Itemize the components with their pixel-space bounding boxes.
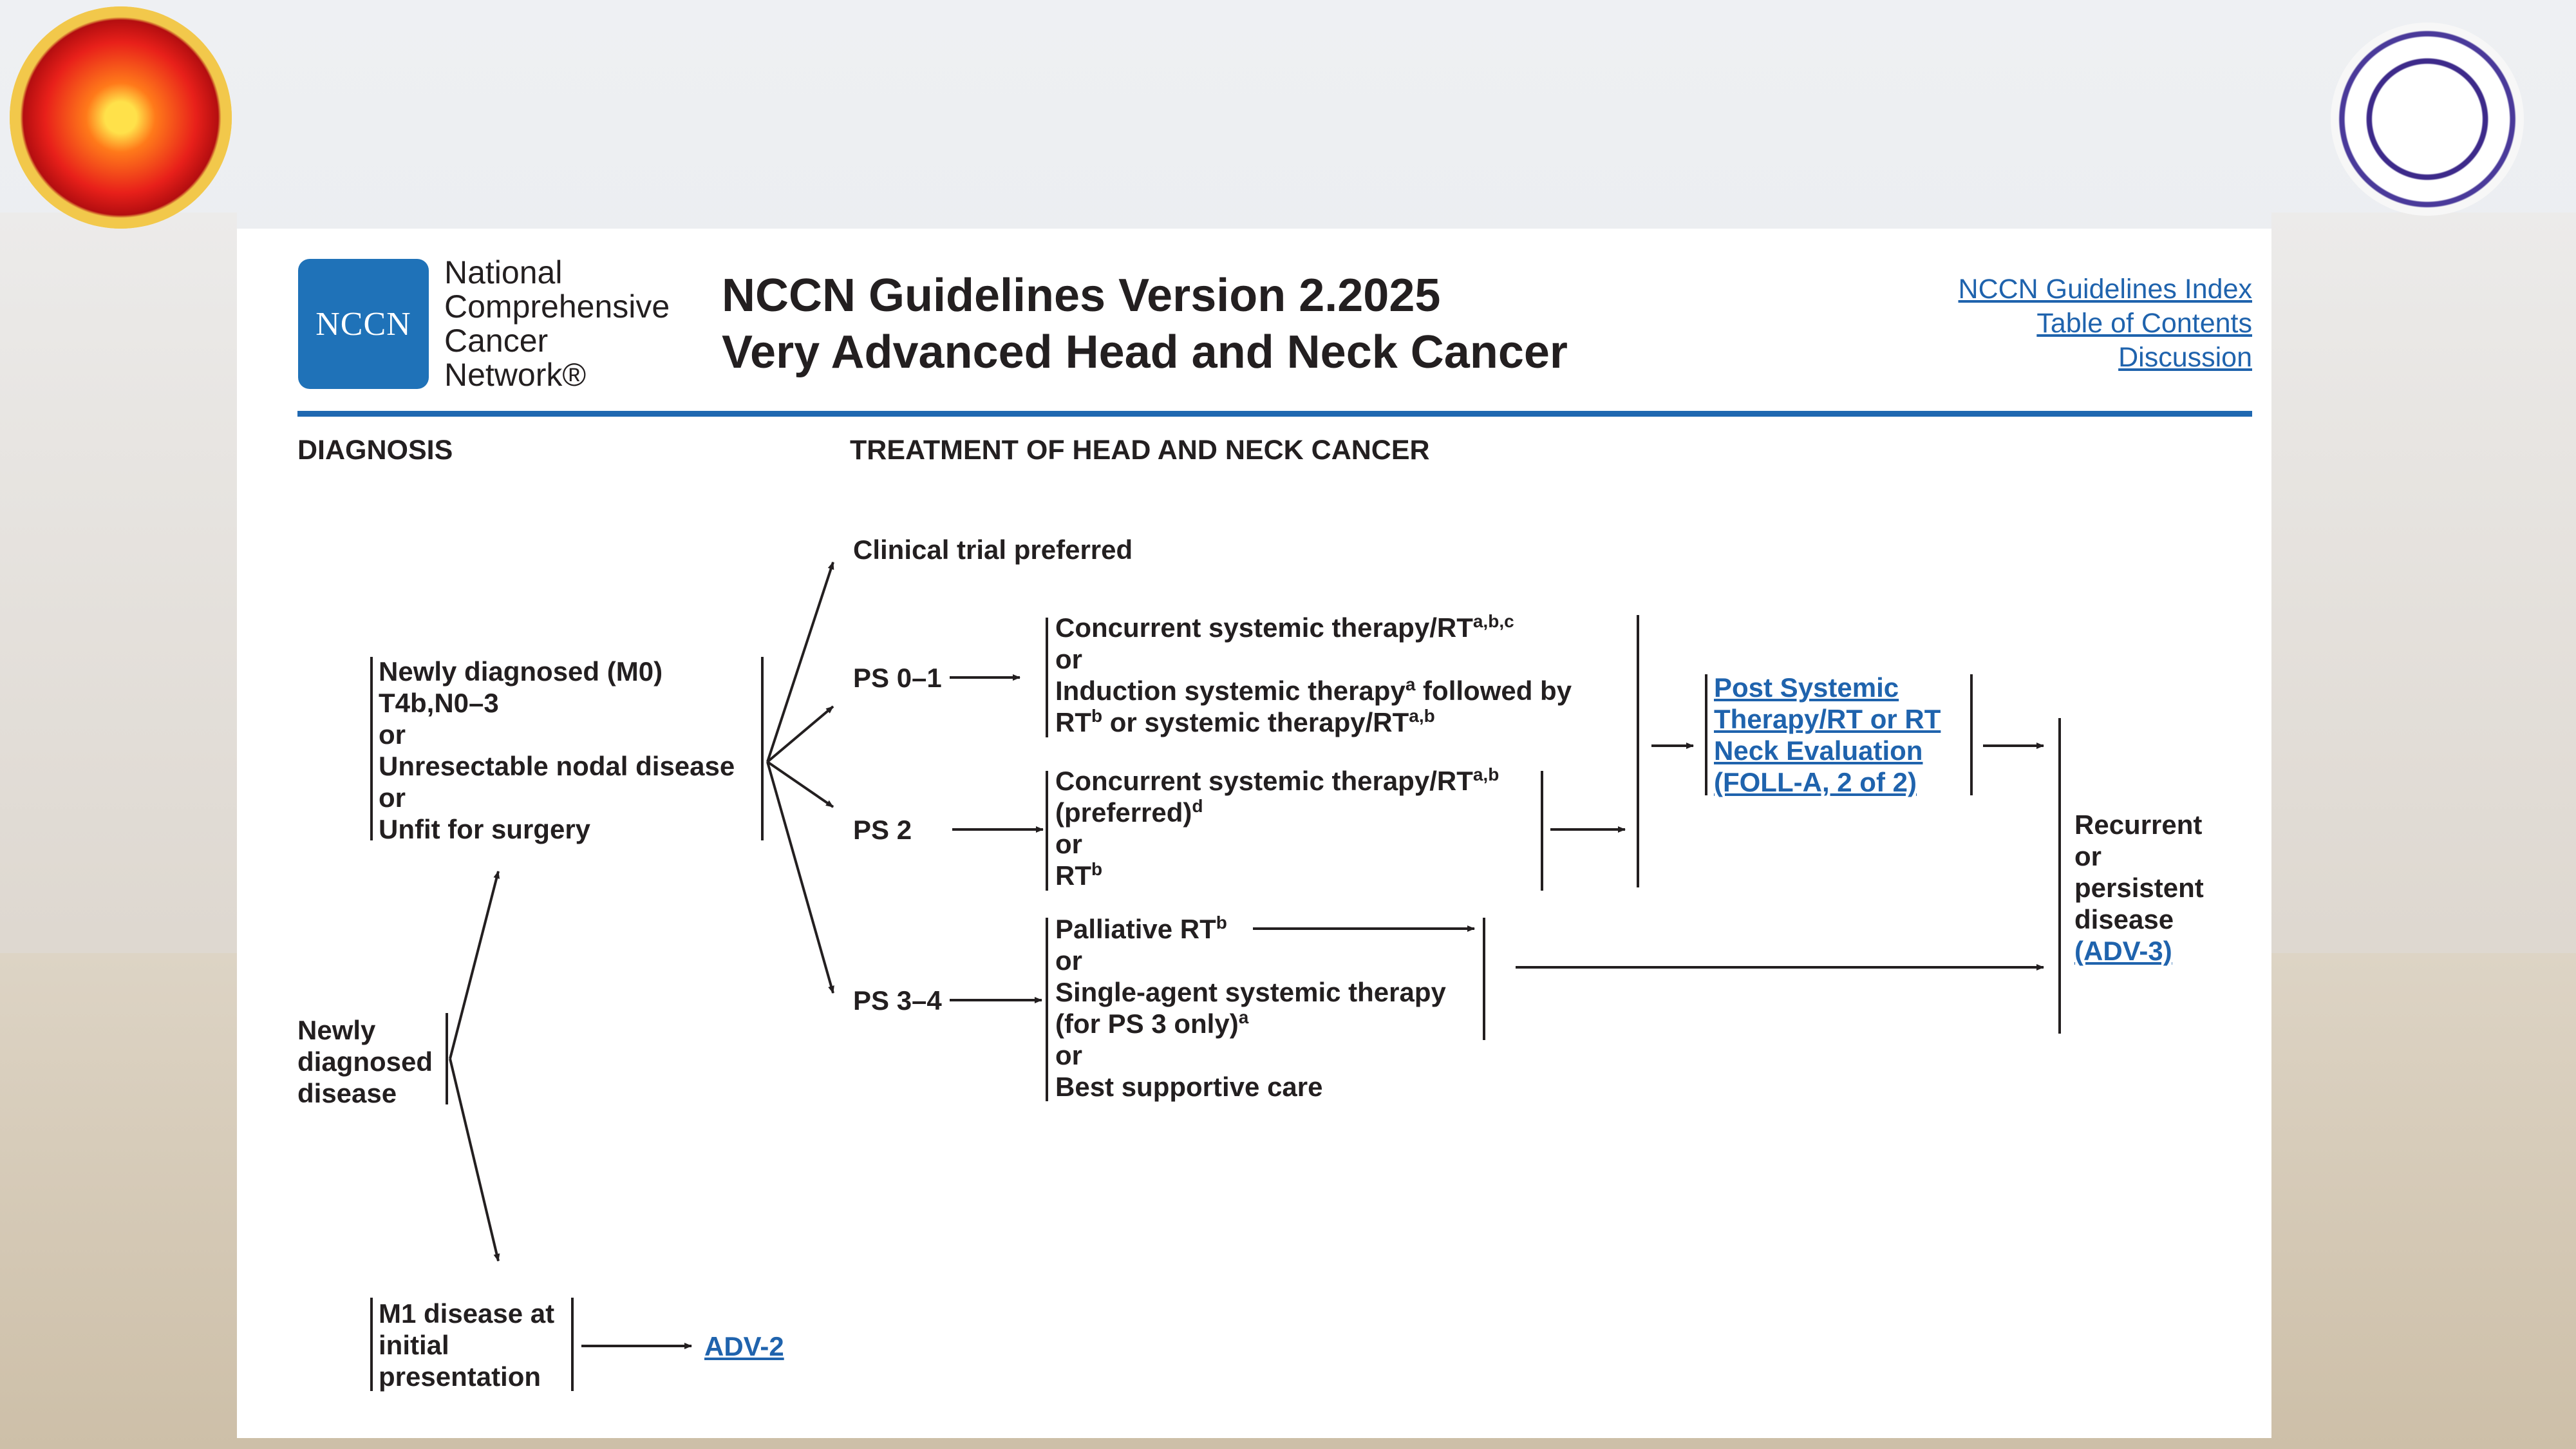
- node-line: Unfit for surgery: [379, 814, 591, 844]
- org-name-line: Comprehensive: [444, 289, 670, 325]
- org-name: National Comprehensive Cancer Network®: [444, 256, 670, 392]
- node-line: Concurrent systemic therapy/RTa,b: [1055, 764, 1500, 797]
- ps2-options-node: Concurrent systemic therapy/RTa,b (prefe…: [1055, 765, 1499, 891]
- newly-diagnosed-m0-node: Newly diagnosed (M0) T4b,N0–3 or Unresec…: [379, 656, 735, 845]
- node-line: Concurrent systemic therapy/RTa,b,c: [1055, 611, 1514, 643]
- nccn-logo: NCCN: [298, 259, 429, 389]
- recurrent-disease-node: Recurrent or persistent disease (ADV-3): [2074, 809, 2204, 967]
- arrow-to-m0: [449, 871, 500, 1059]
- page-title-line1: NCCN Guidelines Version 2.2025: [722, 270, 1441, 321]
- adv3-link[interactable]: (ADV-3): [2074, 936, 2172, 966]
- node-line: initial: [379, 1330, 449, 1360]
- link-line[interactable]: Post Systemic: [1714, 672, 1899, 703]
- background-building-left: [0, 213, 237, 1050]
- node-line: or: [1055, 1040, 1082, 1070]
- node-line: RTb or systemic therapy/RTa,b: [1055, 706, 1435, 738]
- node-line: diagnosed: [297, 1046, 433, 1077]
- ps34-options-node: Palliative RTb or Single-agent systemic …: [1055, 913, 1446, 1103]
- node-line: (preferred)d: [1055, 796, 1203, 828]
- arrow-to-clinical-trial: [766, 562, 834, 762]
- node-line: or: [1055, 644, 1082, 674]
- org-name-line: National: [444, 254, 563, 290]
- node-line: Newly: [297, 1015, 376, 1045]
- node-line: or: [379, 719, 406, 750]
- node-line: Newly diagnosed (M0): [379, 656, 663, 687]
- page-title: NCCN Guidelines Version 2.2025 Very Adva…: [722, 267, 1568, 381]
- adv2-link[interactable]: ADV-2: [704, 1331, 784, 1361]
- header-links: NCCN Guidelines Index Table of Contents …: [1959, 272, 2252, 375]
- node-line: Palliative RTb: [1055, 913, 1227, 945]
- node-line: presentation: [379, 1361, 541, 1392]
- node-line: or: [2074, 841, 2101, 871]
- node-line: persistent: [2074, 873, 2204, 903]
- node-line: Recurrent: [2074, 810, 2203, 840]
- page-title-line2: Very Advanced Head and Neck Cancer: [722, 327, 1568, 378]
- post-evaluation-link[interactable]: Post Systemic Therapy/RT or RT Neck Eval…: [1714, 672, 1941, 798]
- node-line: disease: [2074, 904, 2174, 934]
- node-line: T4b,N0–3: [379, 688, 499, 718]
- clinical-trial-node: Clinical trial preferred: [853, 535, 1133, 565]
- node-line: Induction systemic therapya followed by: [1055, 674, 1572, 706]
- node-line: or: [1055, 829, 1082, 859]
- arrow-to-ps34: [766, 761, 834, 994]
- treatment-heading: TREATMENT OF HEAD AND NECK CANCER: [850, 435, 1430, 466]
- ps34-node: PS 3–4: [853, 985, 942, 1016]
- nccn-logo-text: NCCN: [315, 305, 411, 343]
- newly-diagnosed-disease-node: Newly diagnosed disease: [297, 1014, 433, 1109]
- guidelines-index-link[interactable]: NCCN Guidelines Index: [1958, 274, 2252, 305]
- discussion-link[interactable]: Discussion: [2118, 342, 2252, 373]
- node-line: Single-agent systemic therapy: [1055, 977, 1446, 1007]
- node-line: (for PS 3 only)a: [1055, 1007, 1249, 1039]
- flow-connectors: [370, 562, 2061, 1391]
- node-line: disease: [297, 1078, 397, 1108]
- background-building-right: [2271, 213, 2576, 1050]
- association-logo-left: [10, 6, 232, 229]
- ps01-node: PS 0–1: [853, 663, 942, 693]
- arrow-to-m1: [449, 1058, 500, 1262]
- table-of-contents-link[interactable]: Table of Contents: [2036, 308, 2252, 339]
- node-line: or: [379, 782, 406, 813]
- m1-disease-node: M1 disease at initial presentation: [379, 1298, 554, 1392]
- node-line: Unresectable nodal disease: [379, 751, 735, 781]
- link-line[interactable]: Therapy/RT or RT: [1714, 704, 1941, 734]
- node-line: RTb: [1055, 859, 1103, 891]
- arrow-to-ps2: [766, 761, 834, 808]
- ps01-options-node: Concurrent systemic therapy/RTa,b,c or I…: [1055, 612, 1572, 738]
- header-rule: [297, 411, 2252, 417]
- org-name-line: Network®: [444, 357, 587, 393]
- org-name-line: Cancer: [444, 323, 549, 359]
- node-line: or: [1055, 945, 1082, 976]
- diagnosis-heading: DIAGNOSIS: [297, 435, 453, 466]
- arrow-to-ps01: [766, 705, 834, 763]
- institute-emblem-right: [2331, 23, 2524, 216]
- link-line[interactable]: Neck Evaluation: [1714, 735, 1923, 766]
- link-line[interactable]: (FOLL-A, 2 of 2): [1714, 767, 1917, 797]
- node-line: Best supportive care: [1055, 1072, 1323, 1102]
- node-line: M1 disease at: [379, 1298, 555, 1329]
- guideline-page: NCCN National Comprehensive Cancer Netwo…: [237, 229, 2271, 1438]
- ps2-node: PS 2: [853, 815, 912, 845]
